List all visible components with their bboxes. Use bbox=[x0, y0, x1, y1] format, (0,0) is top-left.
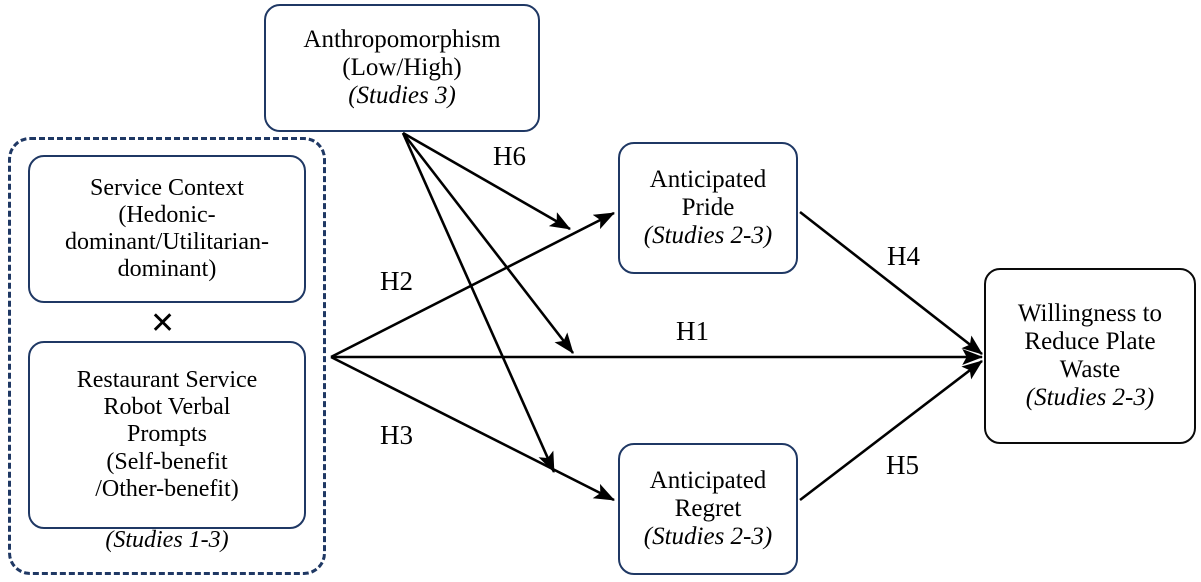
node-willingness-studies: (Studies 2-3) bbox=[1025, 384, 1155, 412]
node-willingness-line1: Willingness to bbox=[1017, 299, 1163, 327]
node-robot-prompts-line4: (Self-benefit bbox=[106, 448, 228, 475]
treatment-group-caption: (Studies 1-3) bbox=[105, 527, 229, 553]
interaction-operator-icon: ✕ bbox=[150, 307, 176, 340]
hypothesis-label-h3: H3 bbox=[380, 420, 413, 450]
node-pride-line2: Pride bbox=[681, 193, 735, 221]
node-anticipated-regret[interactable]: Anticipated Regret (Studies 2-3) bbox=[618, 443, 798, 575]
hypothesis-label-h1: H1 bbox=[676, 316, 709, 346]
node-robot-prompts-line5: /Other-benefit) bbox=[95, 475, 239, 502]
node-pride-line1: Anticipated bbox=[649, 165, 767, 193]
node-anthropomorphism-line1: Anthropomorphism bbox=[303, 25, 501, 53]
node-willingness-line2: Reduce Plate bbox=[1024, 327, 1156, 355]
node-service-context-line4: dominant) bbox=[117, 256, 217, 283]
node-service-context-line1: Service Context bbox=[90, 174, 244, 201]
node-willingness-line3: Waste bbox=[1059, 356, 1121, 383]
node-restaurant-service-robot-verbal-prompts[interactable]: Restaurant Service Robot Verbal Prompts … bbox=[28, 341, 306, 529]
path-h2 bbox=[330, 211, 615, 359]
path-moderation-direct bbox=[401, 132, 575, 354]
treatment-group-container bbox=[8, 137, 326, 575]
node-regret-studies: (Studies 2-3) bbox=[643, 523, 773, 551]
path-h6-moderation-pride bbox=[402, 131, 571, 231]
path-h3 bbox=[330, 355, 615, 502]
hypothesis-label-h4: H4 bbox=[887, 241, 920, 271]
hypothesis-label-h2: H2 bbox=[380, 266, 413, 296]
node-regret-line1: Anticipated bbox=[649, 466, 767, 494]
node-regret-line2: Regret bbox=[674, 494, 742, 522]
node-service-context-line2: (Hedonic- bbox=[118, 201, 216, 228]
path-h4 bbox=[799, 210, 983, 356]
node-anthropomorphism-studies: (Studies 3) bbox=[348, 82, 456, 110]
node-anticipated-pride[interactable]: Anticipated Pride (Studies 2-3) bbox=[618, 142, 798, 274]
node-anthropomorphism-line2: (Low/High) bbox=[342, 53, 462, 81]
node-service-context-line3: dominant/Utilitarian- bbox=[65, 229, 269, 255]
node-service-context[interactable]: Service Context (Hedonic- dominant/Utili… bbox=[28, 155, 306, 303]
hypothesis-label-h6: H6 bbox=[493, 141, 526, 171]
node-robot-prompts-line1: Restaurant Service bbox=[76, 367, 258, 394]
node-anthropomorphism[interactable]: Anthropomorphism (Low/High) (Studies 3) bbox=[264, 4, 540, 132]
node-robot-prompts-line3: Prompts bbox=[126, 421, 207, 448]
node-robot-prompts-line2: Robot Verbal bbox=[103, 394, 231, 421]
node-willingness-to-reduce-plate-waste[interactable]: Willingness to Reduce Plate Waste (Studi… bbox=[984, 268, 1196, 444]
path-moderation-regret bbox=[401, 132, 556, 473]
node-pride-studies: (Studies 2-3) bbox=[643, 222, 773, 250]
hypothesis-label-h5: H5 bbox=[886, 450, 919, 480]
